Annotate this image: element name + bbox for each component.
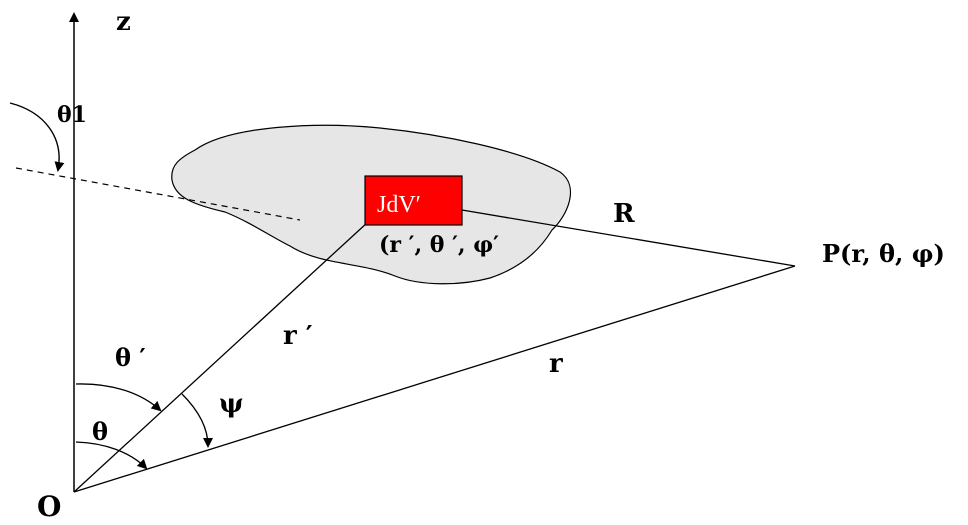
psi-label: ψ	[219, 389, 243, 419]
dashed-reference-line	[15, 167, 301, 221]
psi-arc-arrow	[181, 393, 213, 448]
theta-prime-arc-arrow	[75, 383, 162, 412]
current-element-label: JdV′	[377, 192, 421, 218]
position-vector-r	[73, 265, 796, 493]
distance-vector-R	[461, 209, 796, 267]
theta-arc-arrow	[75, 441, 148, 470]
r-label: r	[549, 349, 563, 379]
origin-label: O	[37, 490, 61, 523]
theta1-arc-arrow	[9, 102, 65, 172]
theta-prime-label: θ ′	[115, 343, 146, 372]
current-element-box	[364, 175, 463, 226]
theta-label: θ	[92, 417, 108, 446]
r-prime-label: r ′	[283, 321, 313, 351]
theta1-label: θ1	[57, 102, 87, 128]
source-coordinates-label: (r ′, θ ′, φ′	[379, 232, 499, 258]
position-vector-r-prime	[73, 221, 369, 493]
z-axis-label: z	[116, 7, 131, 37]
point-p-label: P(r, θ, φ)	[822, 239, 945, 268]
distance-R-label: R	[613, 199, 635, 229]
